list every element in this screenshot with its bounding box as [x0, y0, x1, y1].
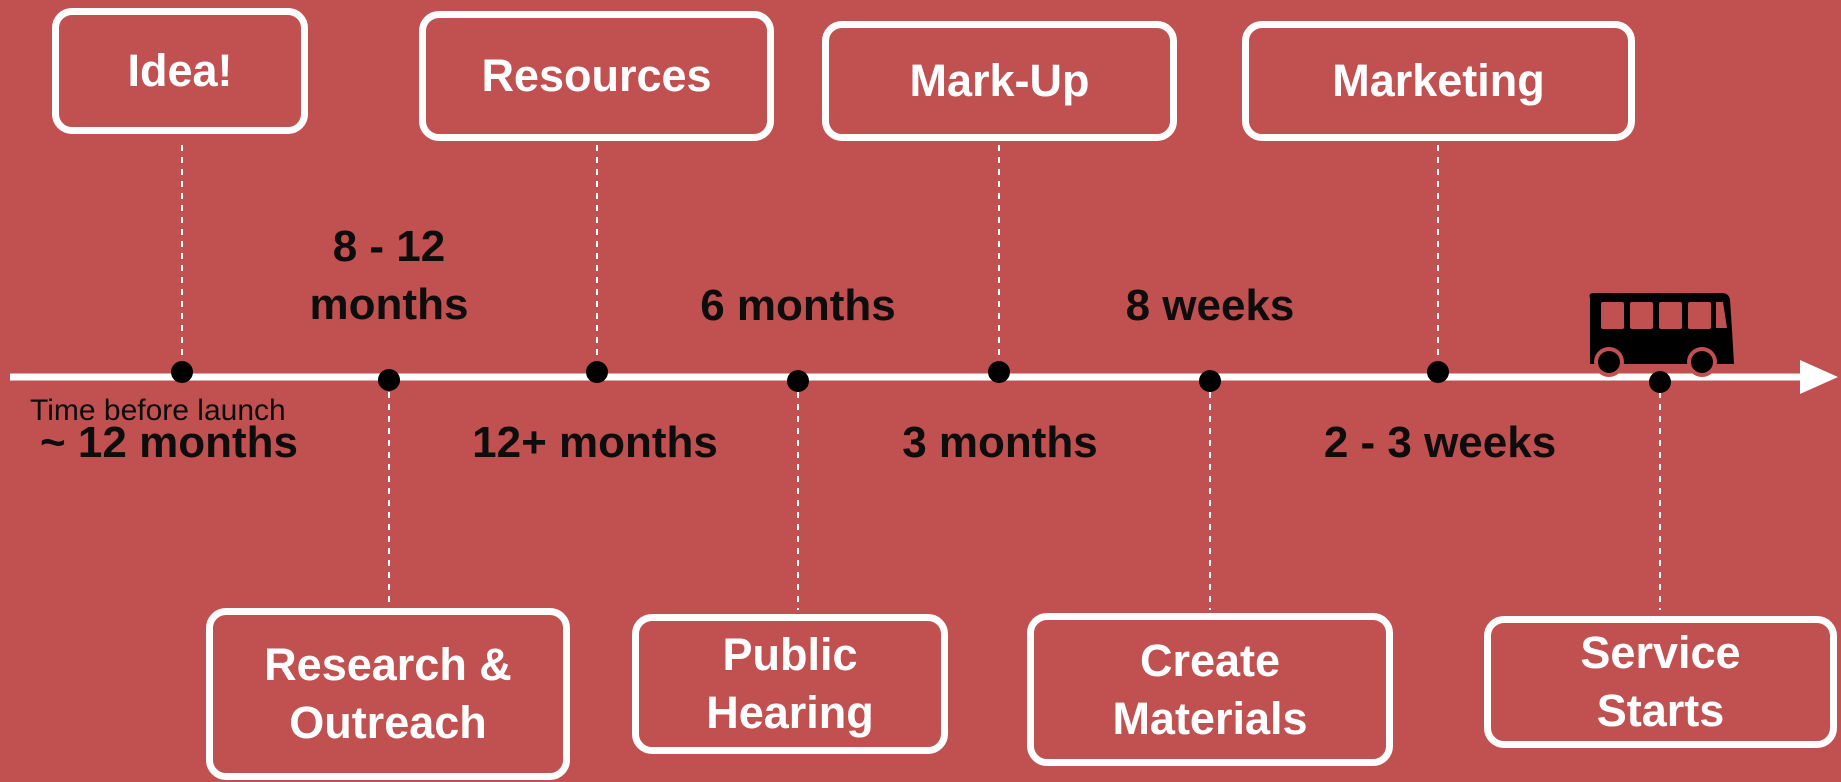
milestone-box-markup: Mark-Up — [822, 21, 1177, 141]
milestone-label-materials: Create Materials — [1112, 634, 1308, 744]
milestone-label-markup: Mark-Up — [909, 55, 1090, 106]
milestone-label-research: Research & Outreach — [264, 639, 512, 748]
milestone-box-materials: Create Materials — [1027, 613, 1393, 766]
dot-hearing — [787, 370, 809, 392]
milestone-label-resources: Resources — [481, 50, 712, 101]
milestone-box-hearing: Public Hearing — [632, 614, 948, 754]
milestone-box-research: Research & Outreach — [206, 608, 570, 780]
duration-label-below-1: ~ 12 months — [40, 418, 298, 467]
milestone-box-resources: Resources — [419, 11, 774, 141]
dot-resources — [586, 361, 608, 383]
dot-service — [1649, 371, 1671, 393]
milestone-box-idea: Idea! — [52, 8, 308, 134]
duration-label-below-3: 3 months — [902, 418, 1098, 467]
milestone-label-service: Service Starts — [1580, 627, 1741, 736]
dot-research — [378, 369, 400, 391]
bus-icon — [1589, 293, 1734, 377]
timeline-arrowhead — [1800, 360, 1838, 394]
duration-label-below-4: 2 - 3 weeks — [1323, 418, 1557, 467]
dot-materials — [1199, 370, 1221, 392]
dot-markup — [988, 361, 1010, 383]
dot-idea — [171, 361, 193, 383]
axis-caption: Time before launch — [30, 394, 286, 427]
milestone-label-idea: Idea! — [127, 45, 233, 96]
duration-label-below-2: 12+ months — [472, 418, 718, 467]
milestone-box-service: Service Starts — [1484, 616, 1837, 748]
milestone-label-marketing: Marketing — [1332, 55, 1545, 106]
duration-label-above-2: 6 months — [700, 281, 896, 330]
duration-label-above-1: 8 - 12 months — [309, 222, 469, 329]
milestone-box-marketing: Marketing — [1242, 21, 1635, 141]
duration-label-above-3: 8 weeks — [1125, 281, 1295, 330]
dot-marketing — [1427, 361, 1449, 383]
milestone-label-hearing: Public Hearing — [706, 629, 874, 738]
